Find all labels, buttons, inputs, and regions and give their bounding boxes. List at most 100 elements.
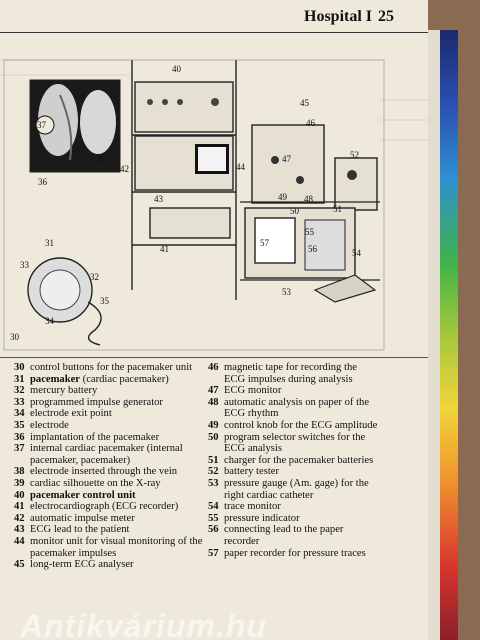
legend-text: mercury battery — [30, 385, 214, 397]
legend-item-32: 32 mercury battery — [14, 385, 214, 397]
legend-number: 54 — [208, 501, 219, 513]
legend-text: pressure indicator — [224, 513, 378, 525]
legend-item-53: 53 pressure gauge (Am. gage) for the righ… — [208, 478, 378, 501]
watermark: Antikvárium.hu — [20, 608, 267, 640]
legend-term: ECG monitor — [224, 385, 282, 397]
legend-number: 41 — [14, 501, 25, 513]
header-rule — [0, 32, 428, 33]
legend-item-54: 54 trace monitor — [208, 501, 378, 513]
legend-term: electrode — [30, 419, 69, 431]
legend-term: control buttons for the pacemaker unit — [30, 362, 193, 373]
callout-36: 36 — [38, 177, 48, 187]
callout-50: 50 — [290, 206, 300, 216]
legend-term: pacemaker — [30, 373, 81, 385]
legend-term: trace monitor — [224, 501, 281, 513]
legend-number: 43 — [14, 524, 25, 536]
callout-46: 46 — [306, 118, 316, 128]
legend-item-50: 50 program selector switches for the ECG … — [208, 432, 378, 455]
legend-text: cardiac silhouette on the X-ray — [30, 478, 214, 490]
legend-item-42: 42 automatic impulse meter — [14, 513, 214, 525]
legend-text: program selector switches for the ECG an… — [224, 432, 378, 455]
legend-number: 50 — [208, 431, 219, 443]
legend-number: 56 — [208, 524, 219, 536]
legend-term: long-term ECG analyser — [30, 559, 134, 571]
page-number: 25 — [378, 8, 395, 25]
callout-38: 38 — [72, 144, 82, 154]
legend-item-35: 35 electrode — [14, 420, 214, 432]
legend-item-40: 40 pacemaker control unit — [14, 490, 214, 502]
legend-number: 53 — [208, 477, 219, 489]
legend-term: program selector switches for the ECG an… — [224, 431, 366, 455]
legend-text: control knob for the ECG amplitude — [224, 420, 378, 432]
legend-number: 40 — [14, 489, 25, 501]
legend-term: mercury battery — [30, 385, 98, 397]
legend-term: ECG lead to the patient — [30, 524, 130, 536]
callout-35: 35 — [100, 296, 110, 306]
legend-number: 32 — [14, 385, 25, 397]
legend-text: magnetic tape for recording the ECG impu… — [224, 362, 378, 385]
legend-term: pacemaker control unit — [30, 489, 136, 501]
legend-number: 55 — [208, 512, 219, 524]
callout-40: 40 — [172, 64, 182, 74]
legend-text: implantation of the pacemaker — [30, 432, 214, 444]
legend-number: 45 — [14, 559, 25, 571]
legend-number: 31 — [14, 373, 25, 385]
legend-item-45: 45 long-term ECG analyser — [14, 559, 214, 571]
legend-number: 36 — [14, 431, 25, 443]
legend-item-55: 55 pressure indicator — [208, 513, 378, 525]
legend-term: programmed impulse generator — [30, 396, 163, 408]
legend-text: charger for the pacemaker batteries — [224, 455, 378, 467]
callout-43: 43 — [154, 194, 164, 204]
legend-text: trace monitor — [224, 501, 378, 513]
callout-42: 42 — [120, 164, 129, 174]
callout-53: 53 — [282, 287, 292, 297]
legend-term: electrode inserted through the vein — [30, 466, 178, 478]
callout-31: 31 — [45, 238, 54, 248]
legend-item-36: 36 implantation of the pacemaker — [14, 432, 214, 444]
legend-term: magnetic tape for recording the ECG impu… — [224, 362, 357, 385]
legend-term: battery tester — [224, 466, 280, 478]
equipment-illustration: 37 38 39 36 40 42 43 44 41 45 46 47 48 4… — [0, 40, 428, 355]
legend-text: pacemaker control unit — [30, 490, 214, 502]
legend-term: paper recorder for pressure traces — [224, 547, 366, 559]
callout-37: 37 — [37, 120, 47, 130]
legend-number: 47 — [208, 385, 219, 397]
legend-text: monitor unit for visual monitoring of th… — [30, 536, 214, 559]
legend-term: electrode exit point — [30, 408, 112, 420]
legend-term: pressure gauge (Am. gage) for the right … — [224, 477, 369, 501]
legend-term: implantation of the pacemaker — [30, 431, 160, 443]
callout-30: 30 — [10, 332, 20, 342]
callout-54: 54 — [352, 248, 362, 258]
legend-text: battery tester — [224, 466, 378, 478]
legend-term: monitor unit for visual monitoring of th… — [30, 535, 203, 559]
legend-number: 51 — [208, 454, 219, 466]
legend-number: 42 — [14, 512, 25, 524]
legend-text: electrode inserted through the vein — [30, 466, 214, 478]
legend-number: 35 — [14, 419, 25, 431]
legend-number: 38 — [14, 466, 25, 478]
legend-text: paper recorder for pressure traces — [224, 548, 378, 560]
legend-number: 37 — [14, 443, 25, 455]
callout-41: 41 — [160, 244, 169, 254]
callout-55: 55 — [305, 227, 315, 237]
callout-47: 47 — [282, 154, 292, 164]
legend-term-note: (cardiac pacemaker) — [80, 373, 169, 385]
callout-48: 48 — [304, 194, 314, 204]
legend-term: automatic impulse meter — [30, 512, 135, 524]
legend-text: control buttons for the pacemaker unit — [30, 362, 214, 374]
legend-number: 44 — [14, 535, 25, 547]
callout-49: 49 — [278, 192, 288, 202]
